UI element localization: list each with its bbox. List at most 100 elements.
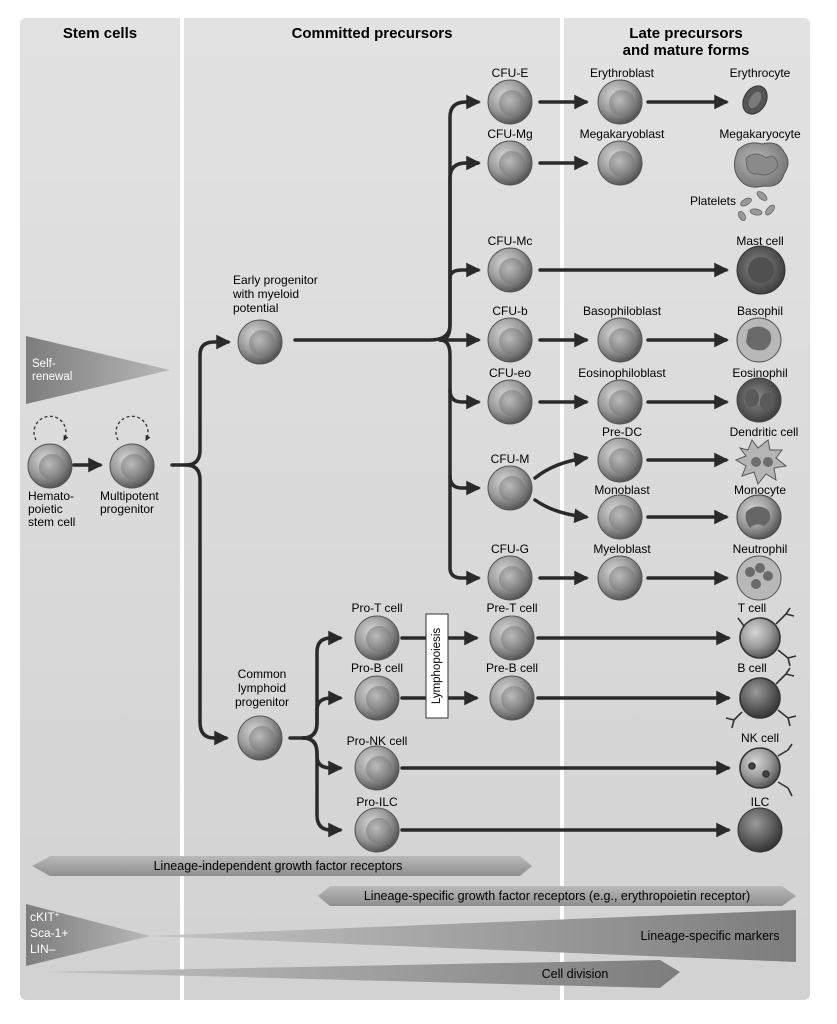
pre-b-label: Pre-B cell bbox=[486, 661, 538, 675]
pro-b-cell bbox=[354, 675, 400, 721]
svg-text:poietic: poietic bbox=[28, 502, 63, 516]
cfu-e-cell bbox=[487, 79, 533, 125]
neutrophil-cell bbox=[736, 555, 782, 601]
monoblast-label: Monoblast bbox=[594, 483, 650, 497]
cell-division-label: Cell division bbox=[542, 967, 609, 981]
cfu-m-label: CFU-M bbox=[491, 452, 530, 466]
svg-text:stem cell: stem cell bbox=[28, 515, 75, 529]
divider-late bbox=[560, 18, 564, 1000]
pre-dc-label: Pre-DC bbox=[602, 425, 642, 439]
platelets-label: Platelets bbox=[690, 194, 736, 208]
erythrocyte-label: Erythrocyte bbox=[730, 66, 791, 80]
erythrocyte-cell bbox=[742, 85, 768, 115]
ilc-label: ILC bbox=[751, 795, 770, 809]
mpp-label: Multipotent progenitor bbox=[100, 489, 159, 516]
cfu-b-label: CFU-b bbox=[492, 304, 528, 318]
lineage-arrows bbox=[72, 94, 731, 838]
platelets-cells bbox=[737, 191, 775, 221]
divider-stem bbox=[180, 18, 184, 1000]
cell-division-wedge bbox=[40, 960, 680, 988]
pre-t-cell bbox=[489, 615, 535, 661]
pre-t-label: Pre-T cell bbox=[486, 601, 537, 615]
nk-cell-label: NK cell bbox=[741, 731, 779, 745]
cfu-eo-cell bbox=[487, 379, 533, 425]
dendritic-cell-label: Dendritic cell bbox=[730, 425, 799, 439]
eosinophiloblast-cell bbox=[597, 379, 643, 425]
header-stem-cells: Stem cells bbox=[63, 25, 137, 42]
ckit-label: cKIT+ bbox=[30, 910, 60, 925]
header-committed-precursors: Committed precursors bbox=[292, 25, 453, 42]
cfu-g-cell bbox=[487, 555, 533, 601]
lymphopoiesis-label: Lymphopoiesis bbox=[431, 628, 443, 705]
eosinophiloblast-label: Eosinophiloblast bbox=[578, 366, 666, 380]
header-late-precursors: Late precursors bbox=[629, 25, 742, 42]
megakaryocyte-label: Megakaryocyte bbox=[719, 127, 801, 141]
dendritic-cell-cell bbox=[734, 438, 788, 486]
lineage-independent-label: Lineage-independent growth factor recept… bbox=[154, 859, 403, 873]
megakaryocyte-cell bbox=[734, 142, 789, 188]
cfu-b-cell bbox=[487, 317, 533, 363]
megakaryoblast-label: Megakaryoblast bbox=[580, 127, 665, 141]
mast-cell-cell bbox=[736, 245, 786, 295]
sca-label: Sca-1+ bbox=[30, 926, 68, 940]
megakaryoblast-cell bbox=[597, 140, 643, 186]
neutrophil-label: Neutrophil bbox=[733, 542, 788, 556]
svg-text:Early progenitor: Early progenitor bbox=[233, 273, 318, 287]
self-renewal-wedge bbox=[26, 336, 170, 404]
eosinophil-label: Eosinophil bbox=[732, 366, 787, 380]
stem-markers-wedge bbox=[26, 904, 150, 966]
basophil-label: Basophil bbox=[737, 304, 783, 318]
self-renewal-label-2: renewal bbox=[32, 371, 72, 383]
lymphoid-labels: Pro-T cell Pro-B cell Pro-NK cell Pro-IL… bbox=[347, 601, 779, 809]
lineage-specific-gf-label: Lineage-specific growth factor receptors… bbox=[364, 889, 750, 903]
pre-dc-cell bbox=[597, 437, 643, 483]
pro-t-label: Pro-T cell bbox=[351, 601, 402, 615]
hsc-label: Hemato- poietic stem cell bbox=[28, 489, 75, 529]
mature-labels: Erythrocyte Megakaryocyte Platelets Mast… bbox=[690, 66, 801, 556]
myeloid-progenitor-label: Early progenitor with myeloid potential bbox=[232, 273, 318, 315]
erythroblast-label: Erythroblast bbox=[590, 66, 655, 80]
pro-ilc-cell bbox=[354, 807, 400, 853]
lineage-specific-gf-bar bbox=[318, 886, 796, 906]
basophiloblast-cell bbox=[597, 317, 643, 363]
monocyte-cell bbox=[736, 494, 782, 540]
cfu-mg-cell bbox=[487, 140, 533, 186]
pro-nk-cell bbox=[354, 745, 400, 791]
svg-text:Common: Common bbox=[238, 667, 287, 681]
erythroblast-cell bbox=[597, 79, 643, 125]
hsc-cell bbox=[27, 443, 73, 489]
svg-text:with myeloid: with myeloid bbox=[232, 287, 299, 301]
nk-cell-cell bbox=[739, 743, 793, 797]
basophiloblast-label: Basophiloblast bbox=[583, 304, 662, 318]
myeloblast-label: Myeloblast bbox=[593, 542, 651, 556]
self-renewal-label-1: Self- bbox=[32, 358, 56, 370]
svg-text:potential: potential bbox=[233, 301, 278, 315]
header-mature-forms: and mature forms bbox=[623, 42, 750, 59]
cfu-labels: CFU-E CFU-Mg CFU-Mc CFU-b CFU-eo CFU-M C… bbox=[487, 66, 532, 556]
cfu-mc-cell bbox=[487, 247, 533, 293]
pro-t-cell bbox=[354, 615, 400, 661]
myeloid-progenitor-cell bbox=[237, 319, 283, 365]
mpp-cell bbox=[109, 443, 155, 489]
diagram-background bbox=[20, 18, 810, 1000]
cfu-eo-label: CFU-eo bbox=[489, 366, 531, 380]
lin-label: LIN– bbox=[30, 942, 56, 956]
svg-text:Multipotent: Multipotent bbox=[100, 489, 159, 503]
lineage-markers-wedge bbox=[150, 910, 796, 962]
svg-text:Hemato-: Hemato- bbox=[28, 489, 74, 503]
b-cell-label: B cell bbox=[737, 661, 766, 675]
myeloblast-cell bbox=[597, 555, 643, 601]
hsc-self-renewal-loop bbox=[33, 415, 69, 441]
svg-text:lymphoid: lymphoid bbox=[238, 681, 286, 695]
mast-cell-label: Mast cell bbox=[736, 234, 783, 248]
pre-b-cell bbox=[489, 675, 535, 721]
pro-ilc-label: Pro-ILC bbox=[356, 795, 398, 809]
t-cell-label: T cell bbox=[738, 601, 766, 615]
ilc-cell bbox=[737, 807, 783, 853]
blast-labels: Erythroblast Megakaryoblast Basophilobla… bbox=[578, 66, 666, 556]
lineage-markers-label: Lineage-specific markers bbox=[641, 929, 780, 943]
b-cell-cell bbox=[725, 667, 797, 729]
lymphopoiesis-box bbox=[425, 613, 449, 719]
eosinophil-cell bbox=[736, 377, 782, 423]
lymphoid-progenitor-label: Common lymphoid progenitor bbox=[235, 667, 289, 709]
